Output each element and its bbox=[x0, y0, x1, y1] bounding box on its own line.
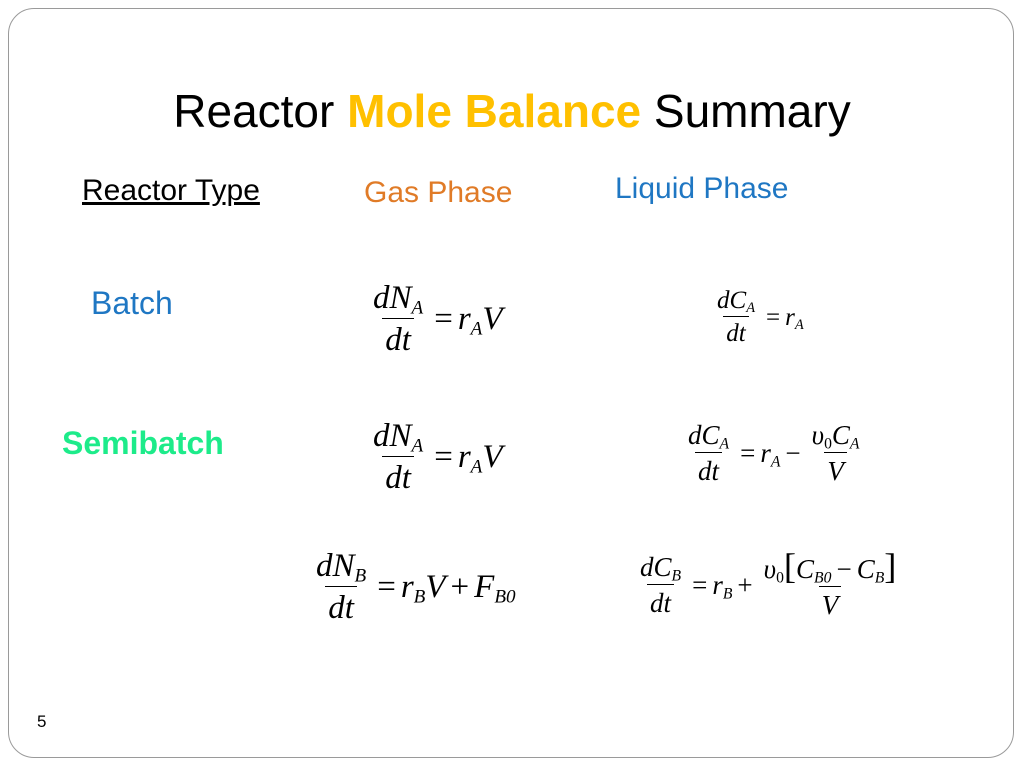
numerator: dNA bbox=[373, 418, 424, 457]
rate-term: rB bbox=[712, 570, 733, 603]
numerator: υ0CA bbox=[811, 420, 860, 453]
numerator: dCB bbox=[640, 552, 682, 585]
rate-term: rA bbox=[760, 438, 781, 471]
fraction: dCB dt bbox=[637, 552, 684, 619]
equation-batch-gas: dNA dt = rAV bbox=[367, 280, 503, 359]
denominator: dt bbox=[382, 318, 414, 359]
rate-term: rAV bbox=[457, 301, 503, 340]
equation-semibatch-liquid-a: dCA dt = rA − υ0CA V bbox=[682, 420, 865, 487]
column-header-gas-phase: Gas Phase bbox=[364, 176, 513, 209]
plus-sign: + bbox=[450, 569, 470, 605]
plus-sign: + bbox=[737, 570, 753, 600]
fraction: dNB dt bbox=[313, 548, 369, 627]
numerator: υ0[CB0−CB] bbox=[763, 546, 897, 587]
denominator: dt bbox=[647, 584, 675, 619]
rate-term: rA bbox=[785, 303, 804, 333]
denominator: V bbox=[818, 586, 842, 621]
equals-sign: = bbox=[377, 569, 396, 605]
fraction: dCA dt bbox=[685, 420, 732, 487]
title-accent: Mole Balance bbox=[347, 85, 642, 137]
rate-term: rAV bbox=[457, 439, 503, 478]
column-header-reactor-type: Reactor Type bbox=[82, 174, 260, 207]
denominator: dt bbox=[325, 586, 357, 627]
numerator: dCA bbox=[717, 287, 756, 317]
equation-semibatch-liquid-b: dCB dt = rB + υ0[CB0−CB] V bbox=[634, 546, 902, 621]
outflow-fraction: υ0CA V bbox=[809, 420, 863, 487]
row-label-semibatch: Semibatch bbox=[62, 425, 224, 461]
equation-semibatch-gas-b: dNB dt = rBV + FB0 bbox=[310, 548, 516, 627]
page-number: 5 bbox=[37, 712, 47, 731]
denominator: V bbox=[824, 452, 847, 487]
fraction: dNA dt bbox=[370, 280, 426, 359]
minus-sign: − bbox=[785, 438, 801, 468]
equation-semibatch-gas-a: dNA dt = rAV bbox=[367, 418, 503, 497]
equation-batch-liquid: dCA dt = rA bbox=[711, 287, 804, 348]
inflow-fraction: υ0[CB0−CB] V bbox=[761, 546, 900, 621]
equals-sign: = bbox=[692, 570, 708, 600]
slide-title: Reactor Mole Balance Summary bbox=[0, 86, 1024, 137]
equals-sign: = bbox=[434, 439, 453, 475]
equals-sign: = bbox=[740, 438, 756, 468]
denominator: dt bbox=[695, 452, 723, 487]
title-pre: Reactor bbox=[173, 85, 348, 137]
numerator: dNB bbox=[316, 548, 367, 587]
row-label-batch: Batch bbox=[91, 285, 173, 321]
equals-sign: = bbox=[766, 303, 781, 331]
rate-term: rBV bbox=[400, 569, 446, 608]
slide-frame bbox=[8, 8, 1014, 758]
title-post: Summary bbox=[641, 85, 851, 137]
feed-term: FB0 bbox=[474, 569, 516, 608]
denominator: dt bbox=[382, 456, 414, 497]
numerator: dNA bbox=[373, 280, 424, 319]
denominator: dt bbox=[723, 316, 749, 348]
fraction: dCA dt bbox=[714, 287, 758, 348]
column-header-liquid-phase: Liquid Phase bbox=[615, 172, 789, 205]
numerator: dCA bbox=[688, 420, 730, 453]
fraction: dNA dt bbox=[370, 418, 426, 497]
equals-sign: = bbox=[434, 301, 453, 337]
